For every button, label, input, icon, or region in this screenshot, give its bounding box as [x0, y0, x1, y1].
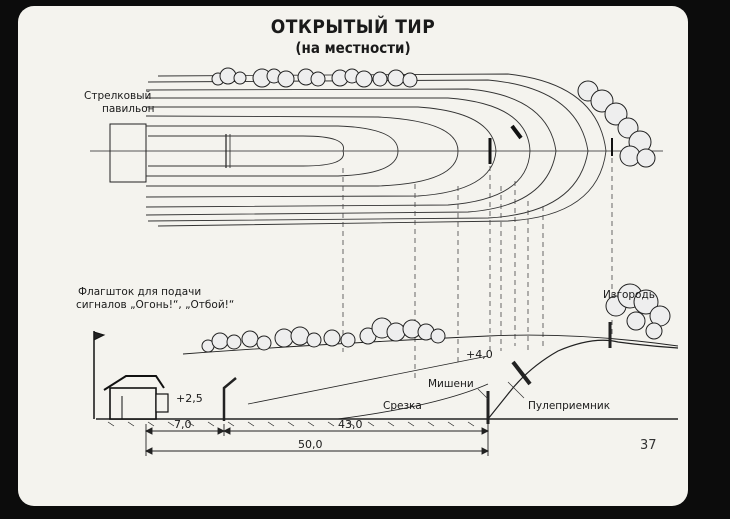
elevation-targets: +4,0	[466, 348, 493, 361]
dimension-lines	[144, 424, 490, 456]
contour-1	[148, 135, 344, 167]
label-targets: Мишени	[428, 378, 474, 390]
backstop-shield	[511, 360, 532, 386]
dimension-43: 43,0	[338, 418, 363, 431]
contour-6	[145, 88, 557, 216]
label-backstop: Пулеприемник	[528, 400, 610, 412]
pavilion-plan-rect	[109, 123, 147, 183]
page-title: ОТКРЫТЫЙ ТИР (на местности)	[18, 16, 688, 57]
cut-plan-marker	[510, 124, 523, 140]
ground-hatching	[107, 421, 475, 427]
section-view	[96, 322, 679, 427]
dimension-7: 7,0	[174, 418, 192, 431]
elevation-shooter: +2,5	[176, 392, 203, 405]
section-trees	[201, 283, 671, 353]
contour-5	[145, 97, 531, 208]
trajectory-line	[247, 355, 489, 405]
label-cut: Срезка	[383, 400, 422, 412]
cut-slope	[337, 383, 489, 420]
contour-4	[145, 106, 497, 198]
flagpole	[93, 331, 106, 419]
label-flag-2: сигналов „Огонь!“, „Отбой!“	[76, 299, 234, 311]
slide: ОТКРЫТЫЙ ТИР (на местности)	[18, 6, 688, 506]
plan-view	[90, 73, 663, 227]
contour-3	[145, 115, 459, 187]
label-pavilion-2: павильон	[102, 103, 155, 115]
page-number: 37	[640, 438, 657, 453]
contour-8	[157, 73, 607, 227]
label-fence: Изгородь	[603, 289, 655, 301]
title-line-2: (на местности)	[295, 39, 411, 57]
label-pavilion-1: Стрелковый	[84, 90, 151, 102]
label-flag-1: Флагшток для подачи	[78, 286, 201, 298]
shooter-post	[222, 377, 237, 421]
pavilion-building	[103, 375, 169, 420]
plan-trees	[211, 67, 656, 168]
title-line-1: ОТКРЫТЫЙ ТИР	[270, 16, 436, 38]
dimension-50: 50,0	[298, 438, 323, 451]
contour-2	[146, 125, 399, 177]
contour-7	[147, 79, 589, 222]
shooting-range-diagram: Стрелковый павильон Флагшток для подачи …	[76, 67, 679, 456]
leader-lines	[477, 381, 525, 400]
